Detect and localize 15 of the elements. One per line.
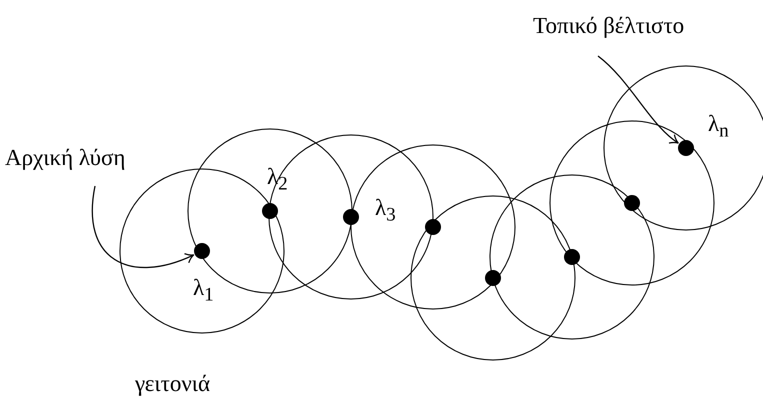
solution-dot	[262, 203, 278, 219]
solution-dot	[425, 219, 441, 235]
solution-dot	[624, 195, 640, 211]
solution-dot	[485, 270, 501, 286]
dot-label: λ$_{1}$	[193, 276, 214, 305]
solution-dot	[343, 209, 359, 225]
caption-text: γειτονιά	[135, 372, 210, 395]
solution-dot	[564, 249, 580, 265]
annotation-text: Τοπικό βέλτιστο	[533, 14, 684, 37]
dot-label: λ$_{2}$	[267, 165, 288, 194]
solution-dot	[678, 140, 694, 156]
dot-label: λ$_{3}$	[375, 196, 396, 225]
dot-label: λ$_{n}$	[708, 112, 729, 141]
solution-dot	[194, 243, 210, 259]
annotation-text: Αρχική λύση	[5, 146, 126, 169]
